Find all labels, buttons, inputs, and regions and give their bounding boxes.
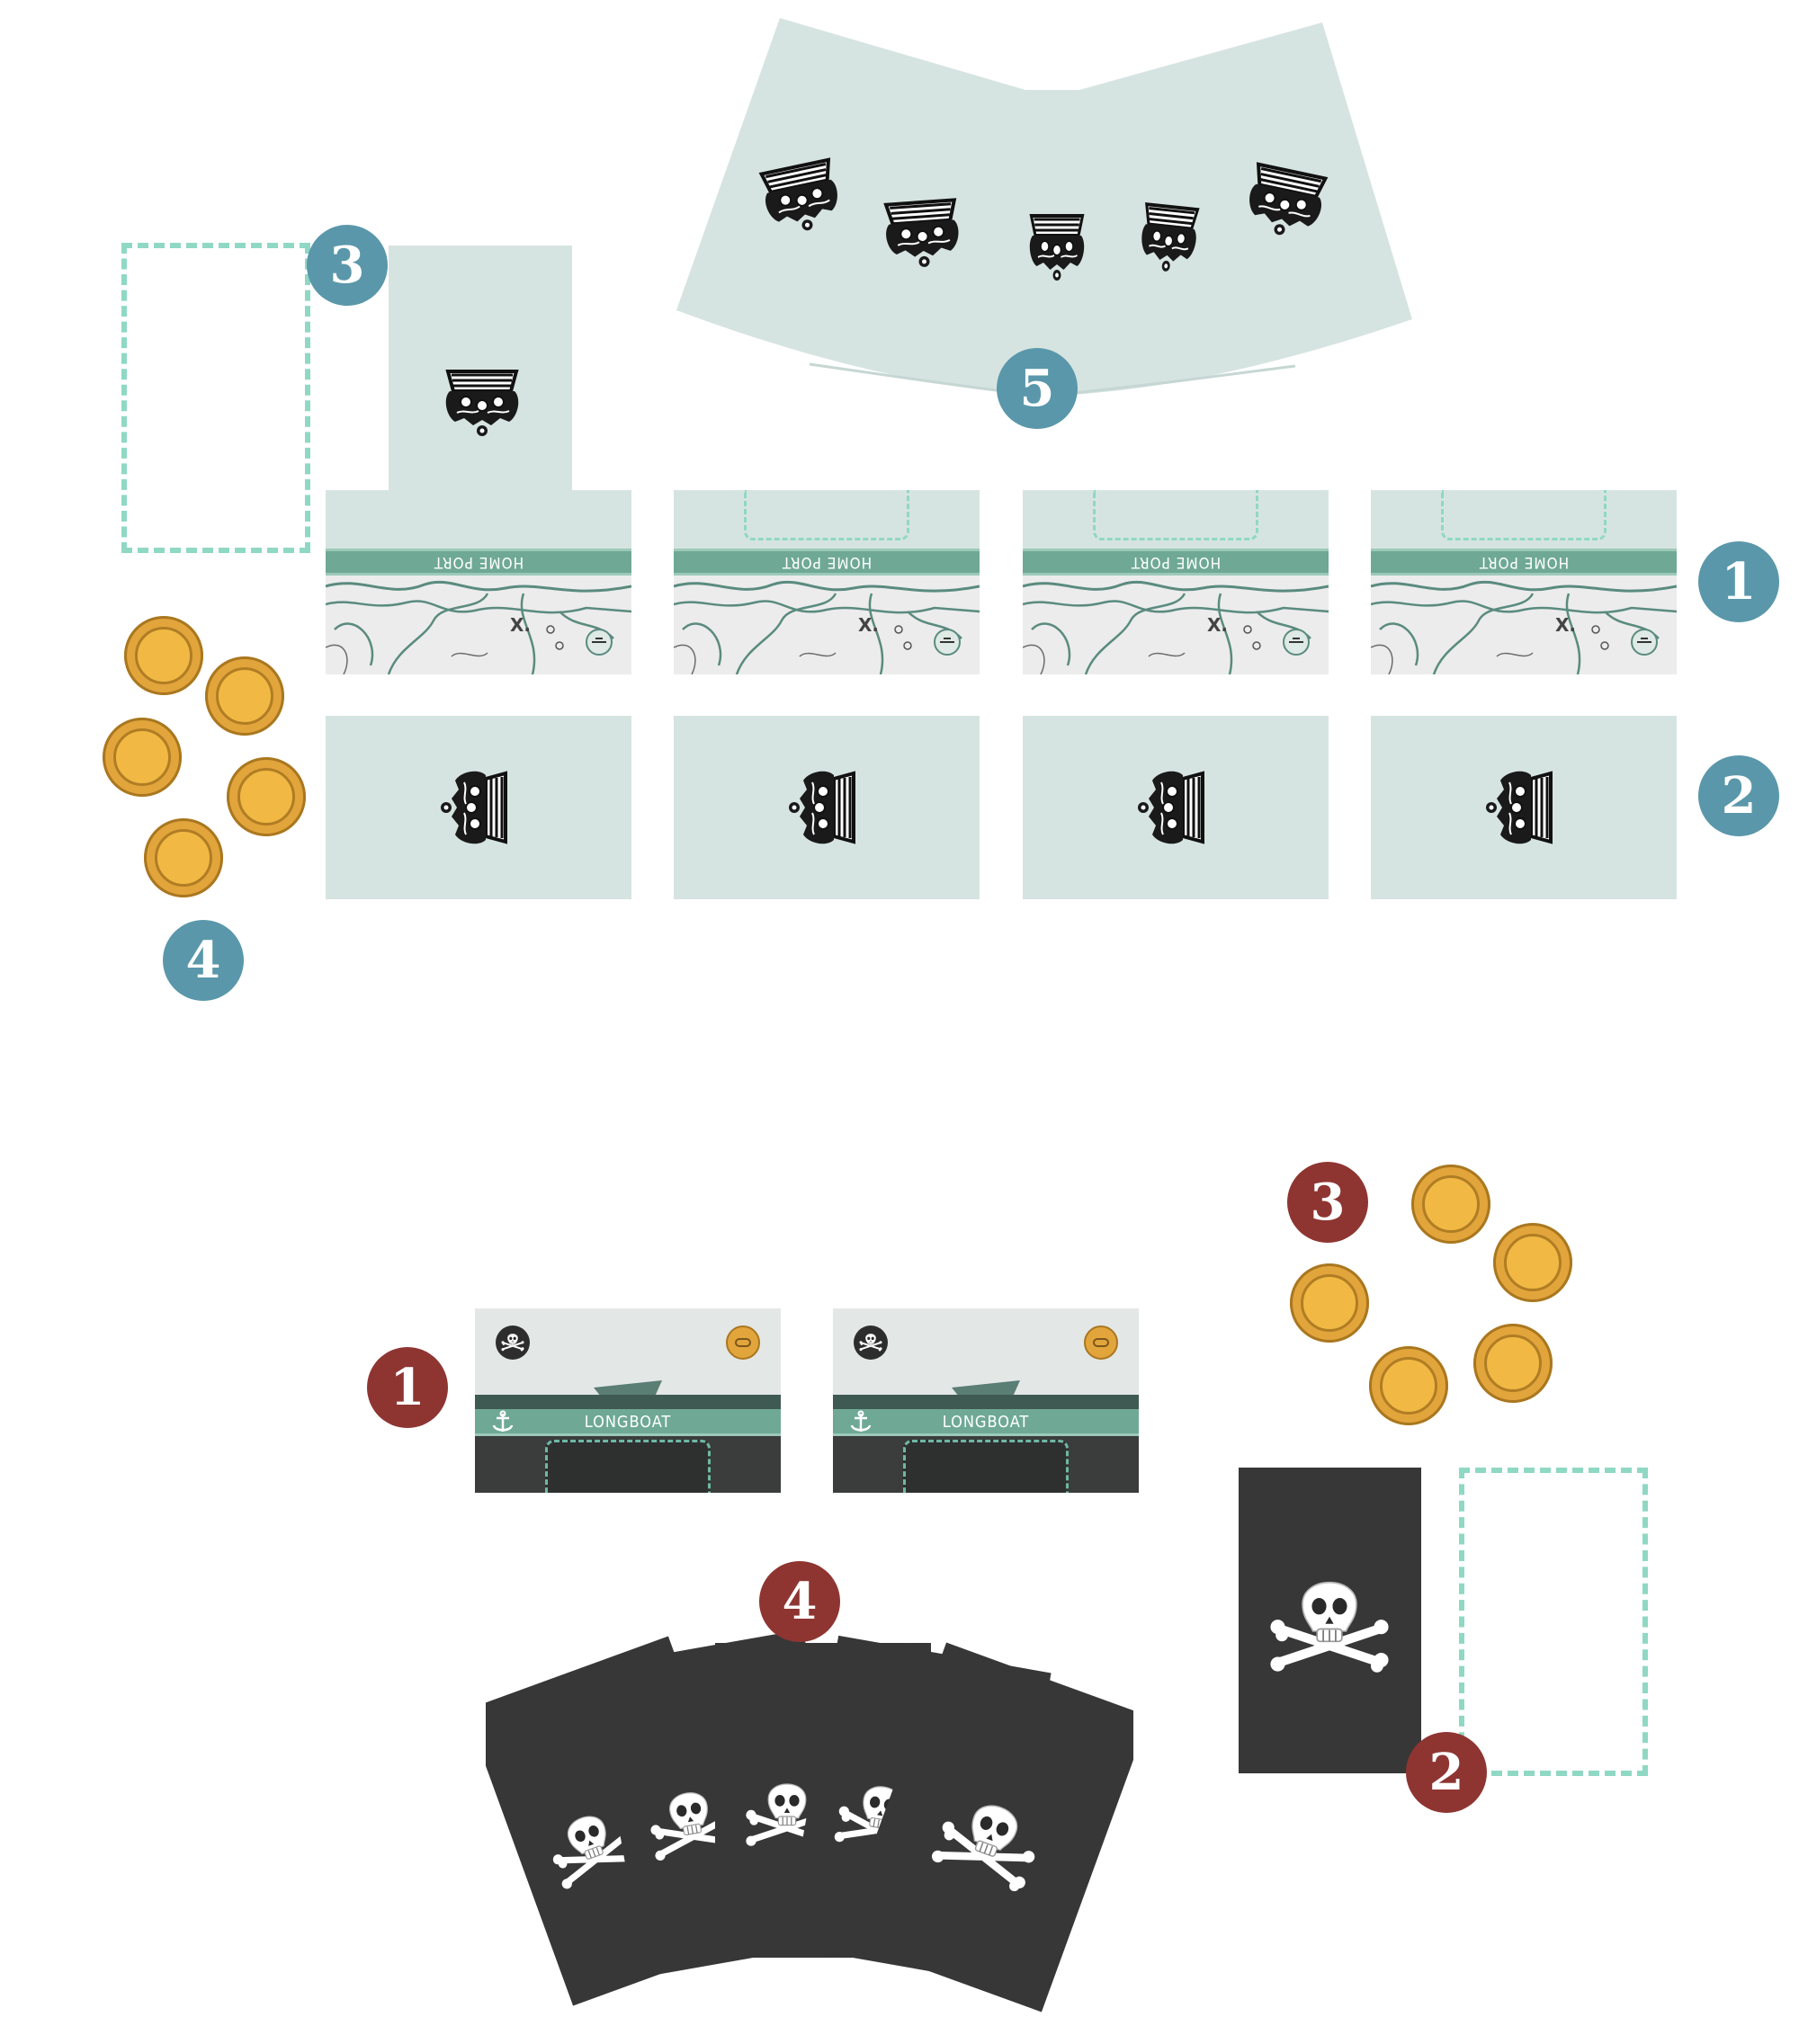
- coin-icon[interactable]: [124, 616, 203, 695]
- coin-icon[interactable]: [205, 656, 284, 736]
- treasure-map-icon: [1371, 576, 1677, 674]
- crown-icon: [787, 769, 855, 846]
- card-title: LONGBOAT: [942, 1413, 1030, 1432]
- crown-card-fan[interactable]: [666, 13, 1439, 400]
- card-title-band: LONGBOAT: [475, 1409, 781, 1436]
- skull-deck-card[interactable]: [1239, 1468, 1421, 1773]
- home-port-card[interactable]: HOME PORT: [1371, 490, 1677, 674]
- empty-card-slot[interactable]: [1459, 1468, 1648, 1776]
- crown-card[interactable]: [674, 716, 980, 899]
- skull-card-hand[interactable]: [486, 1601, 1133, 2023]
- step-marker-1: 1: [367, 1347, 448, 1428]
- crown-icon: [1136, 769, 1204, 846]
- crown-card[interactable]: [1023, 716, 1329, 899]
- anchor-icon: [850, 1410, 872, 1432]
- longboat-card[interactable]: LONGBOAT: [475, 1308, 781, 1493]
- card-title-band: HOME PORT: [674, 549, 980, 576]
- skull-crossbones-icon: [1239, 1468, 1421, 1773]
- coin-icon[interactable]: [1369, 1346, 1448, 1425]
- coin-icon[interactable]: [227, 757, 306, 836]
- treasure-map-icon: [326, 576, 631, 674]
- step-marker-4: 4: [163, 920, 244, 1001]
- coin-icon[interactable]: [1290, 1263, 1369, 1343]
- card-title: HOME PORT: [433, 553, 524, 571]
- step-marker-2: 2: [1698, 755, 1779, 836]
- card-title: HOME PORT: [781, 553, 873, 571]
- skull-crossbones-icon: [496, 1325, 530, 1360]
- card-slot-tab: [744, 490, 909, 540]
- anchor-icon: [492, 1410, 514, 1432]
- coin-icon[interactable]: [103, 718, 182, 797]
- coin-icon[interactable]: [1473, 1324, 1553, 1403]
- crown-icon: [1484, 769, 1553, 846]
- boat-icon: [594, 1380, 662, 1397]
- card-title: HOME PORT: [1130, 553, 1222, 571]
- sea-band: [475, 1395, 781, 1409]
- card-slot-tab: [1441, 490, 1607, 540]
- sea-band: [833, 1395, 1139, 1409]
- card-title: HOME PORT: [1478, 553, 1570, 571]
- home-port-card[interactable]: HOME PORT: [1023, 490, 1329, 674]
- card-slot-area: [475, 1436, 781, 1493]
- crown-icon: [439, 769, 507, 846]
- treasure-map-icon: [674, 576, 980, 674]
- coin-icon[interactable]: [1411, 1165, 1490, 1244]
- step-marker-3: 3: [307, 225, 388, 306]
- treasure-map-icon: [1023, 576, 1329, 674]
- longboat-card[interactable]: LONGBOAT: [833, 1308, 1139, 1493]
- card-title: LONGBOAT: [584, 1413, 672, 1432]
- step-marker-4: 4: [759, 1561, 840, 1642]
- coin-icon[interactable]: [144, 818, 223, 897]
- crown-card[interactable]: [326, 716, 631, 899]
- empty-card-slot[interactable]: [121, 243, 310, 553]
- skull-crossbones-icon: [854, 1325, 888, 1360]
- coin-icon: [1084, 1325, 1118, 1360]
- card-slot-tab: [1093, 490, 1258, 540]
- home-port-card[interactable]: HOME PORT: [326, 490, 631, 674]
- step-marker-1: 1: [1698, 541, 1779, 622]
- boat-icon: [952, 1380, 1020, 1397]
- crown-card[interactable]: [1371, 716, 1677, 899]
- step-marker-3: 3: [1287, 1162, 1368, 1243]
- step-marker-5: 5: [997, 348, 1078, 429]
- card-title-band: HOME PORT: [1371, 549, 1677, 576]
- coin-icon[interactable]: [1493, 1223, 1572, 1302]
- card-title-band: LONGBOAT: [833, 1409, 1139, 1436]
- card-slot-area: [833, 1436, 1139, 1493]
- home-port-card[interactable]: HOME PORT: [674, 490, 980, 674]
- step-marker-2: 2: [1406, 1732, 1487, 1813]
- coin-icon: [726, 1325, 760, 1360]
- card-title-band: HOME PORT: [326, 549, 631, 576]
- card-title-band: HOME PORT: [1023, 549, 1329, 576]
